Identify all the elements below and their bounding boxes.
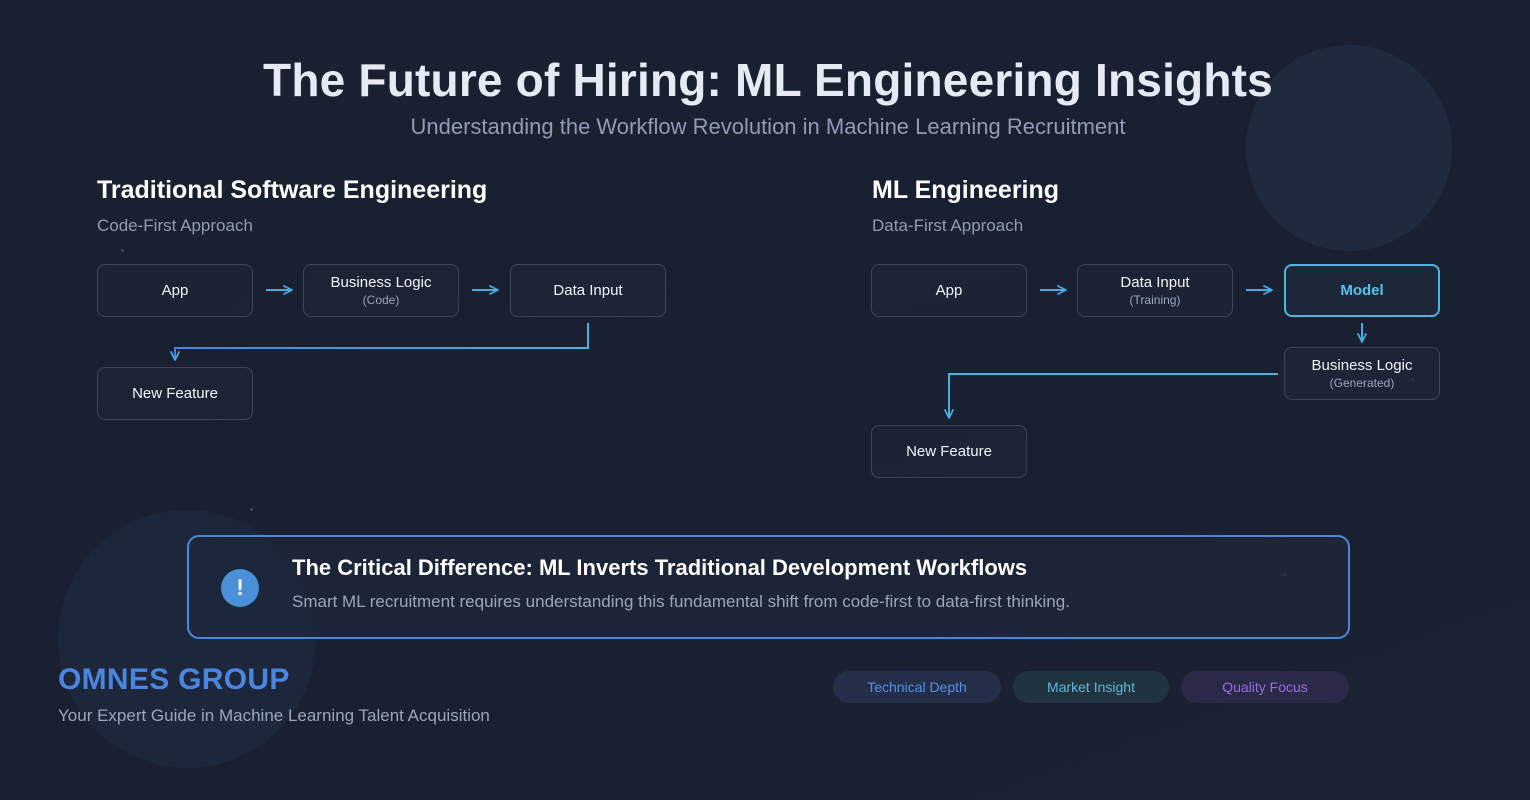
ml-section-subtitle: Data-First Approach	[872, 216, 1024, 235]
node-label: Data Input	[553, 282, 623, 299]
pill-market-insight: Market Insight	[1013, 671, 1169, 703]
arrow-data-to-feature	[170, 323, 589, 361]
traditional-section-title: Traditional Software Engineering	[97, 176, 488, 204]
node-sublabel: (Code)	[362, 293, 400, 307]
traditional-business-logic-node: Business Logic (Code)	[303, 264, 459, 317]
critical-difference-callout: ! The Critical Difference: ML Inverts Tr…	[187, 535, 1350, 639]
brand-tagline: Your Expert Guide in Machine Learning Ta…	[58, 706, 490, 725]
callout-title: The Critical Difference: ML Inverts Trad…	[292, 555, 1028, 580]
ml-data-input-node: Data Input (Training)	[1077, 264, 1233, 317]
pill-quality-focus: Quality Focus	[1181, 671, 1349, 703]
exclamation-icon: !	[221, 569, 259, 607]
traditional-app-node: App	[97, 264, 253, 317]
page-title: The Future of Hiring: ML Engineering Ins…	[263, 54, 1273, 106]
decorative-dot	[250, 508, 253, 511]
brand-logo: OMNES GROUP	[58, 663, 290, 696]
traditional-data-input-node: Data Input	[510, 264, 666, 317]
node-label: App	[161, 282, 189, 299]
traditional-section-subtitle: Code-First Approach	[97, 216, 253, 235]
pill-technical-depth: Technical Depth	[833, 671, 1001, 703]
node-label: Data Input	[1120, 274, 1190, 291]
arrow-logic-to-feature	[944, 373, 1278, 419]
ml-section-title: ML Engineering	[872, 176, 1060, 204]
node-sublabel: (Generated)	[1329, 376, 1395, 390]
ml-business-logic-node: Business Logic (Generated)	[1284, 347, 1440, 400]
node-label: Business Logic	[1311, 357, 1413, 374]
ml-model-node: Model	[1284, 264, 1440, 317]
node-label: Business Logic	[330, 274, 432, 291]
traditional-new-feature-node: New Feature	[97, 367, 253, 420]
node-label: App	[935, 282, 963, 299]
decorative-dot	[121, 249, 124, 252]
ml-app-node: App	[871, 264, 1027, 317]
page-subtitle: Understanding the Workflow Revolution in…	[410, 114, 1126, 139]
callout-text: Smart ML recruitment requires understand…	[292, 592, 1070, 611]
node-label: New Feature	[132, 385, 218, 402]
node-label: Model	[1340, 282, 1384, 299]
ml-new-feature-node: New Feature	[871, 425, 1027, 478]
node-sublabel: (Training)	[1129, 293, 1181, 307]
node-label: New Feature	[906, 443, 992, 460]
